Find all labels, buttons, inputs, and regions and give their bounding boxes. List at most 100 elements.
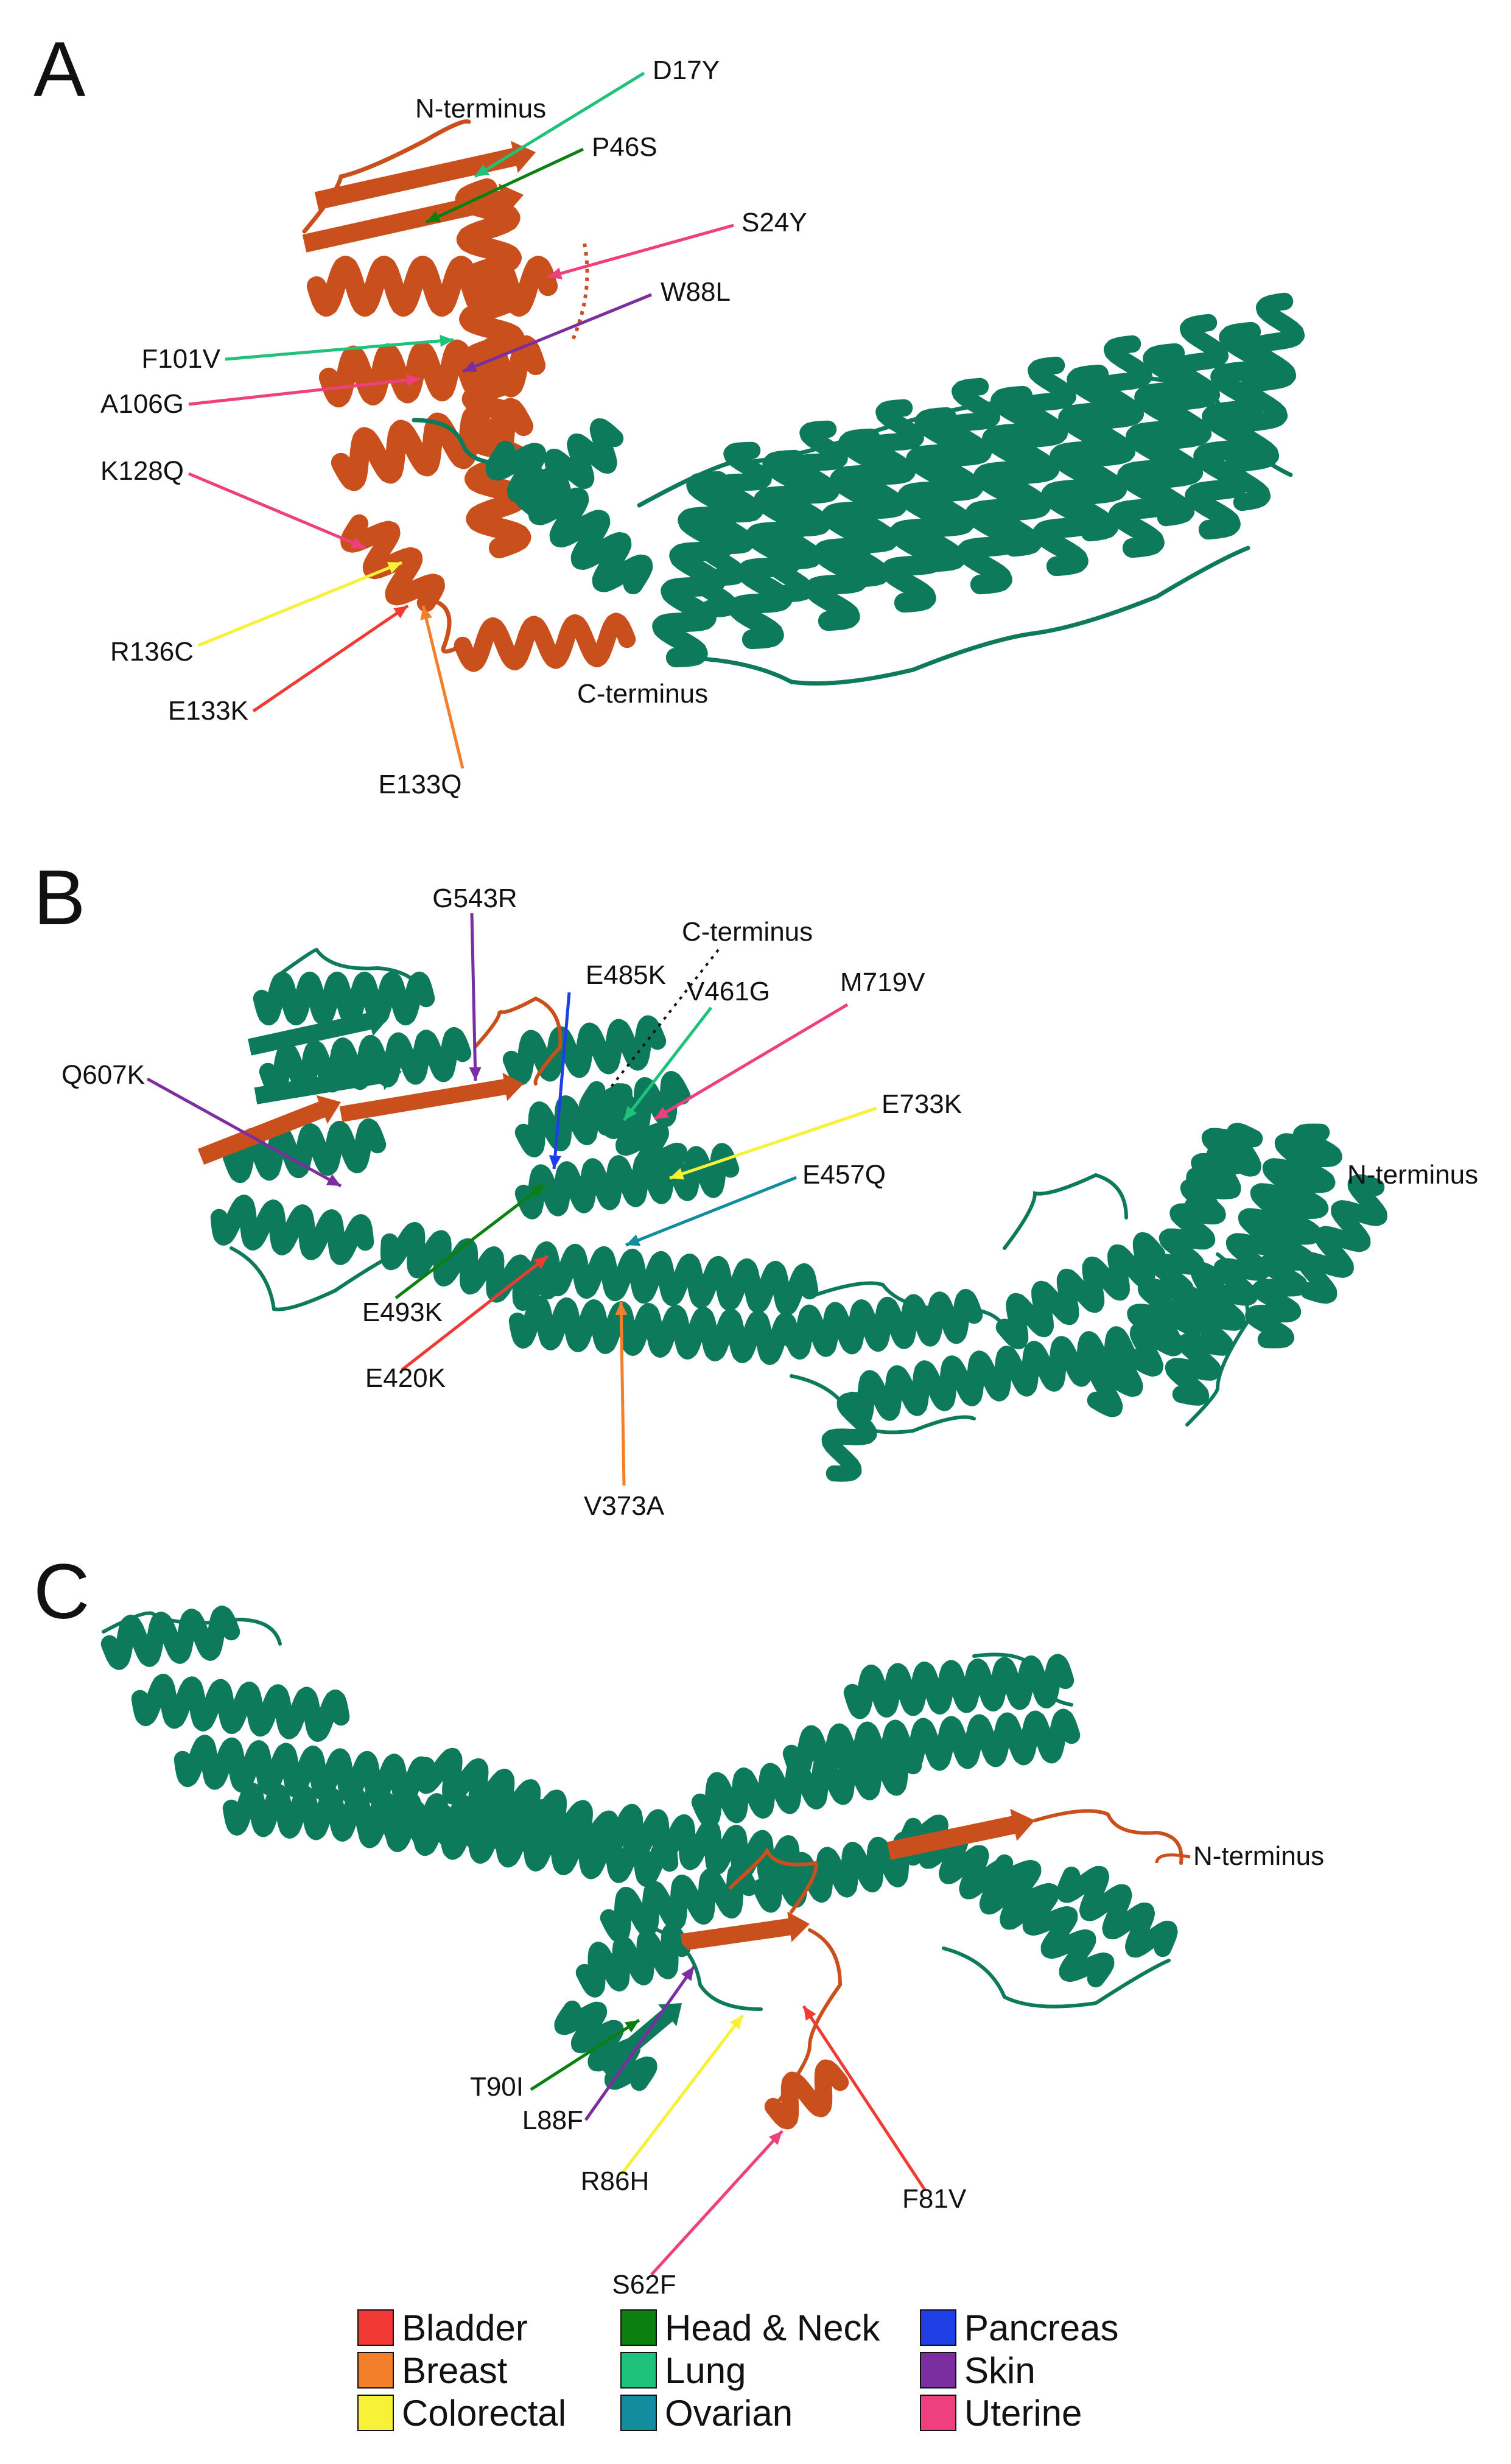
panel-c-green-helix: [416, 1747, 619, 1857]
panel-a-orange-strand: [302, 183, 524, 253]
mutation-annotation: G543R: [432, 883, 517, 1081]
mutation-arrow: [462, 293, 652, 373]
mutation-arrowhead: [350, 537, 365, 549]
panel-c-orange-strand: [681, 1911, 810, 1951]
panel-c-letter: C: [33, 1548, 89, 1635]
mutation-label: E133K: [168, 696, 248, 726]
legend-swatch: [920, 2395, 956, 2431]
panel-a-protein-structure: [302, 119, 1305, 686]
mutation-arrowhead: [440, 334, 454, 347]
mutation-arrow: [401, 1255, 549, 1371]
panel-a-green-helix: [1185, 321, 1275, 540]
mutation-arrow: [146, 1077, 342, 1188]
mutation-arrowhead: [475, 164, 489, 177]
panel-c-n-terminus-leader: [1155, 1853, 1191, 1864]
panel-b-green-helix: [1297, 1174, 1387, 1304]
mutation-arrowhead: [463, 360, 478, 372]
panel-a-orange-helix: [454, 612, 636, 672]
mutation-arrowhead: [533, 1256, 548, 1269]
mutation-arrowhead: [626, 1234, 641, 1246]
legend-swatch: [620, 2395, 657, 2431]
panel-c-green-strand: [597, 2003, 682, 2076]
mutation-label: R86H: [581, 2166, 650, 2196]
panel-a-green-helix: [514, 418, 624, 519]
mutation-arrowhead: [615, 1302, 628, 1316]
mutation-annotation: D17Y: [474, 55, 720, 178]
panel-c-orange-loop: [729, 1847, 818, 1914]
panel-c-orange-helix: [764, 2059, 849, 2130]
mutation-arrow: [650, 2130, 784, 2276]
mutation-label: E457Q: [802, 1160, 886, 1190]
panel-c-orange-strand: [886, 1808, 1035, 1860]
panel-b-green-helix: [1127, 1128, 1247, 1350]
legend-item: Skin: [920, 2350, 1036, 2391]
mutation-arrowhead: [549, 1155, 561, 1169]
legend-label: Head & Neck: [665, 2308, 880, 2348]
mutation-annotation: R86H: [581, 2014, 744, 2196]
legend-item: Ovarian: [620, 2393, 793, 2434]
mutation-label: E133Q: [379, 770, 462, 799]
mutation-arrowhead: [729, 2015, 743, 2030]
mutation-label: S24Y: [741, 208, 807, 237]
panel-b-green-strand: [248, 1006, 390, 1056]
mutation-annotation: A106G: [100, 374, 421, 419]
legend-item: Pancreas: [920, 2308, 1118, 2348]
mutation-arrow: [619, 1301, 626, 1486]
panel-c-green-helix: [131, 1674, 350, 1742]
panel-b-green-loop: [1003, 1173, 1128, 1250]
mutation-arrowhead: [670, 1168, 685, 1180]
mutation-label: K128Q: [100, 456, 184, 486]
mutation-arrowhead: [681, 1967, 694, 1981]
mutation-arrow: [188, 472, 366, 550]
panel-c-orange-loop: [777, 1928, 843, 2102]
mutation-arrowhead: [624, 1106, 637, 1120]
panel-b-green-helix: [514, 1143, 740, 1220]
mutation-arrow: [225, 338, 454, 361]
mutation-label: V373A: [584, 1491, 665, 1521]
legend-swatch: [357, 2395, 394, 2431]
mutation-annotation: F81V: [802, 2005, 967, 2214]
mutation-arrow: [394, 1183, 546, 1299]
mutation-arrowhead: [548, 267, 563, 279]
panel-c-green-helix: [600, 1862, 758, 1943]
mutation-annotation: T90I: [470, 2018, 640, 2102]
mutation-annotation: E133Q: [379, 605, 465, 799]
mutation-label: G543R: [432, 883, 517, 913]
panel-c-green-loop: [656, 1928, 763, 2011]
panel-a-orange-helix: [455, 178, 531, 559]
mutation-arrowhead: [420, 606, 432, 620]
mutation-annotation: R136C: [110, 561, 402, 667]
panel-a-orange-loop: [436, 600, 465, 654]
mutation-label: A106G: [100, 389, 184, 419]
mutation-label: R136C: [110, 637, 194, 667]
panel-b-green-loop: [230, 1246, 398, 1311]
mutation-annotation: F101V: [141, 334, 454, 374]
legend-label: Lung: [665, 2350, 746, 2391]
mutation-label: T90I: [470, 2072, 524, 2102]
mutation-label: S62F: [612, 2270, 676, 2300]
panel-a-c-terminus-label: C-terminus: [577, 679, 708, 709]
mutation-arrow: [802, 2005, 927, 2192]
mutation-label: W88L: [661, 277, 731, 307]
legend-swatch: [620, 2352, 657, 2389]
mutation-annotation: M719V: [653, 967, 925, 1121]
legend-label: Bladder: [402, 2308, 528, 2348]
mutation-annotation: Q607K: [61, 1060, 342, 1188]
mutation-annotation: L88F: [522, 1965, 696, 2135]
panel-b-green-loop: [278, 947, 428, 1000]
panel-b-green-helix: [514, 1241, 819, 1316]
panel-c-green-helix: [986, 1854, 1115, 1988]
panel-b-n-terminus-label: N-terminus: [1347, 1160, 1478, 1190]
mutation-annotation: P46S: [425, 132, 657, 224]
panel-a-n-terminus-label: N-terminus: [415, 94, 546, 124]
legend-item: Uterine: [920, 2393, 1082, 2434]
mutation-arrow: [584, 1965, 696, 2121]
panel-a-green-helix: [1109, 343, 1199, 558]
mutation-arrow: [474, 71, 645, 178]
legend-item: Breast: [357, 2350, 508, 2391]
panel-b-orange-strand: [197, 1095, 341, 1165]
mutation-arrow: [530, 2018, 640, 2091]
mutation-arrow: [653, 1003, 849, 1121]
